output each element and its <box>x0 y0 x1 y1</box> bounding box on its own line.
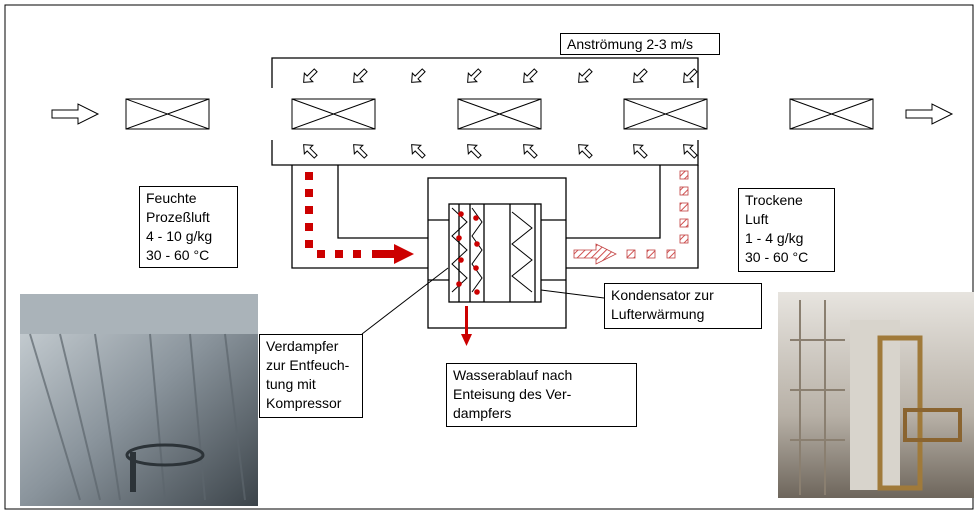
airflow-arrow-down <box>523 68 538 83</box>
airflow-arrow-up <box>523 144 538 159</box>
condenser-label: Kondensator zur Lufterwärmung <box>604 283 762 329</box>
flow-speed-label: Anströmung 2-3 m/s <box>560 33 720 55</box>
airflow-arrow-up <box>578 144 593 159</box>
evaporator-dots <box>456 211 480 295</box>
airflow-arrow-down <box>683 68 698 83</box>
airflow-arrow-up <box>303 144 318 159</box>
drain-label: Wasserablauf nach Enteisung des Ver- dam… <box>446 363 637 427</box>
duct-lower <box>291 165 699 269</box>
airflow-arrow-down <box>633 68 648 83</box>
airflow-arrows-top <box>303 68 698 83</box>
airflow-arrows-bottom <box>303 144 698 159</box>
airflow-arrow-up <box>633 144 648 159</box>
room-with-wooden-door-frame-photo <box>778 292 974 498</box>
airflow-arrow-down <box>411 68 426 83</box>
airflow-arrow-up <box>411 144 426 159</box>
evaporator-coil <box>451 207 533 293</box>
dry-air-label: Trockene Luft 1 - 4 g/kg 30 - 60 °C <box>738 188 835 272</box>
leader-lines <box>361 267 605 335</box>
moist-air-label: Feuchte Prozeßluft 4 - 10 g/kg 30 - 60 °… <box>139 186 238 268</box>
outer-frame <box>4 4 974 510</box>
airflow-arrow-down <box>578 68 593 83</box>
airflow-arrow-down <box>353 68 368 83</box>
dryer-chamber-interior-photo <box>20 294 258 506</box>
dry-air-flow <box>573 170 689 265</box>
dehumidifier-unit <box>427 177 567 329</box>
airflow-arrow-down <box>467 68 482 83</box>
evaporator-label: Verdampfer zur Entfeuch- tung mit Kompre… <box>259 334 363 418</box>
airflow-arrow-up <box>353 144 368 159</box>
moist-air-flow <box>305 172 414 264</box>
duct-top <box>271 57 699 166</box>
fan-boxes <box>125 98 874 130</box>
flow-arrows-horizontal <box>51 103 954 125</box>
airflow-arrow-up <box>683 144 698 159</box>
airflow-arrow-down <box>303 68 318 83</box>
drain-arrow <box>461 306 472 346</box>
airflow-arrow-up <box>467 144 482 159</box>
